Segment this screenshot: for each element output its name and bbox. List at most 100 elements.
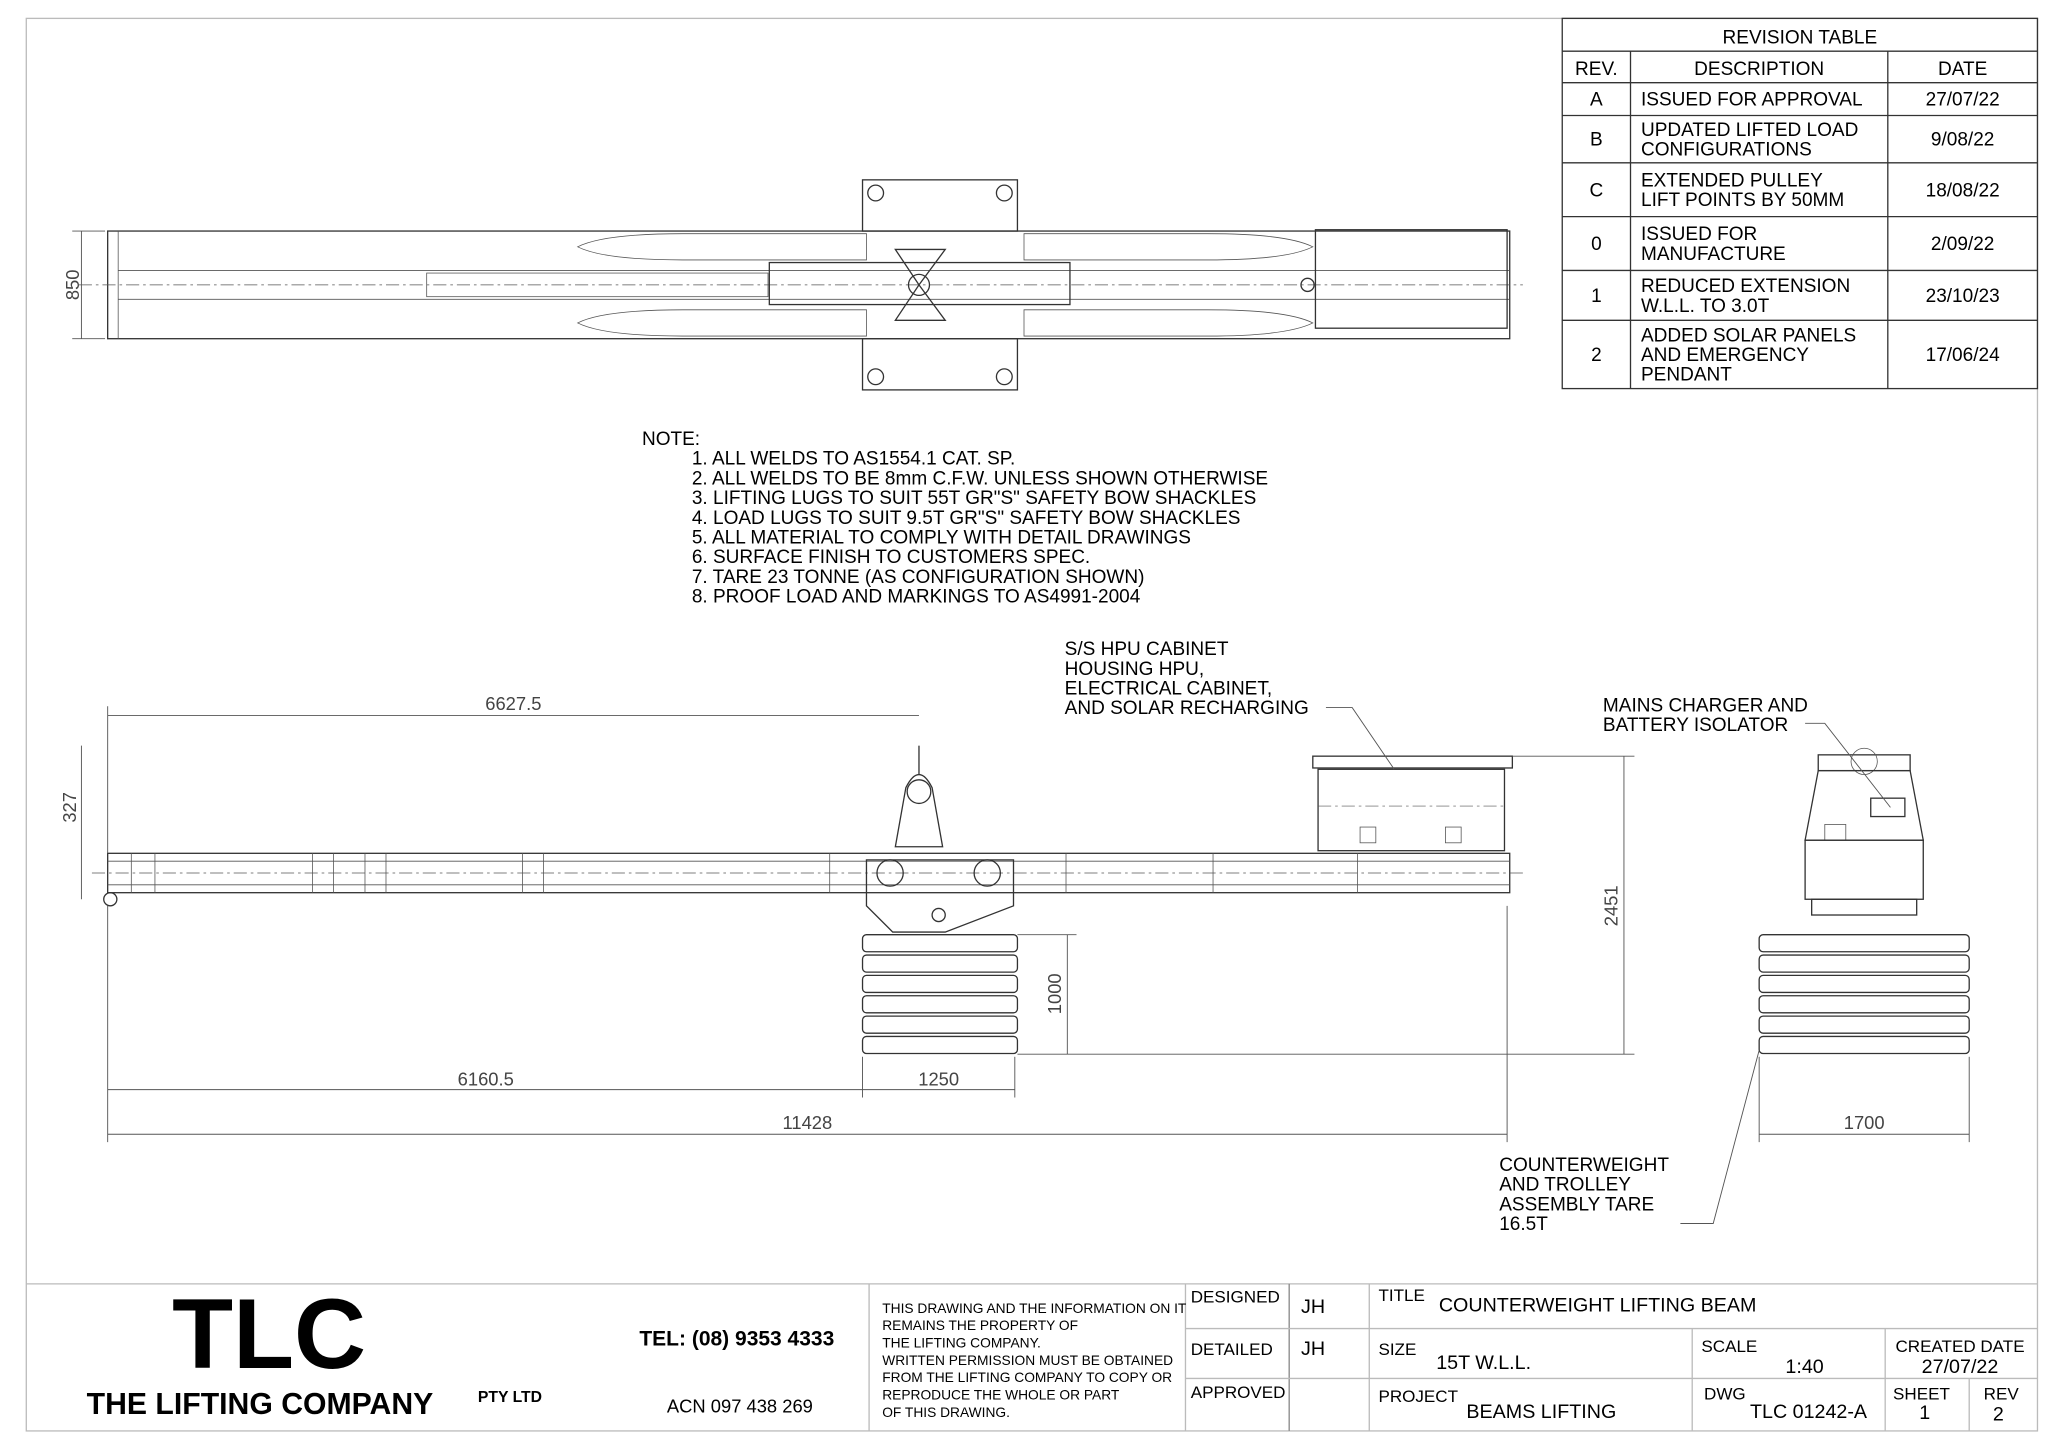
size-label: SIZE <box>1378 1340 1416 1359</box>
counterweight-plate <box>1758 995 1970 1014</box>
counterweight-plate <box>861 934 1019 953</box>
revision-date: 9/08/22 <box>1931 130 1994 151</box>
revision-description: ADDED SOLAR PANELS <box>1641 325 1856 346</box>
revision-description: MANUFACTURE <box>1641 244 1786 265</box>
created-date-value: 27/07/22 <box>1922 1356 1999 1378</box>
revision-description: PENDANT <box>1641 365 1732 386</box>
company-logo: TLC <box>172 1279 366 1390</box>
counterweight-plate <box>1758 954 1970 973</box>
rev-label: REV <box>1984 1384 2020 1403</box>
company-tel: TEL: (08) 9353 4333 <box>639 1328 834 1351</box>
description-header: DESCRIPTION <box>1694 59 1824 80</box>
date-header: DATE <box>1938 59 1987 80</box>
callout-line: AND SOLAR RECHARGING <box>1065 698 1309 719</box>
dim-stack-height: 1000 <box>1044 973 1065 1014</box>
company-suffix: PTY LTD <box>478 1389 542 1406</box>
revision-description: W.L.L. TO 3.0T <box>1641 296 1770 317</box>
revision-rev: A <box>1590 90 1603 111</box>
revision-table-title: REVISION TABLE <box>1723 27 1878 48</box>
revision-description: ISSUED FOR APPROVAL <box>1641 90 1863 111</box>
disclaimer-line: THE LIFTING COMPANY. <box>882 1335 1041 1350</box>
counterweight-plate <box>1758 1015 1970 1034</box>
counterweight-plate <box>861 1015 1019 1034</box>
company-acn: ACN 097 438 269 <box>667 1396 813 1417</box>
note-item: 4. LOAD LUGS TO SUIT 9.5T GR"S" SAFETY B… <box>692 508 1241 529</box>
dim-lift-point: 6627.5 <box>485 693 541 714</box>
callout-line: MAINS CHARGER AND <box>1603 696 1808 717</box>
disclaimer: THIS DRAWING AND THE INFORMATION ON IT RE… <box>882 1301 1187 1420</box>
callout-line: S/S HPU CABINET <box>1065 639 1229 660</box>
revision-date: 27/07/22 <box>1926 90 2000 111</box>
drawing-title: COUNTERWEIGHT LIFTING BEAM <box>1439 1294 1757 1316</box>
revision-description: EXTENDED PULLEY <box>1641 170 1823 191</box>
revision-date: 17/06/24 <box>1926 345 2000 366</box>
note-item: 3. LIFTING LUGS TO SUIT 55T GR"S" SAFETY… <box>692 488 1256 509</box>
dim-top-width: 850 <box>62 270 83 301</box>
dim-to-trolley: 6160.5 <box>458 1069 514 1090</box>
size-value: 15T W.L.L. <box>1436 1352 1531 1374</box>
sheet-label: SHEET <box>1893 1384 1950 1403</box>
project-label: PROJECT <box>1378 1387 1458 1406</box>
revision-rev: 1 <box>1591 286 1602 307</box>
note-item: 7. TARE 23 TONNE (AS CONFIGURATION SHOWN… <box>692 567 1145 588</box>
disclaimer-line: THIS DRAWING AND THE INFORMATION ON IT <box>882 1301 1187 1316</box>
disclaimer-line: WRITTEN PERMISSION MUST BE OBTAINED <box>882 1353 1173 1368</box>
designed-value: JH <box>1301 1296 1325 1318</box>
dim-end-width: 1700 <box>1844 1112 1885 1133</box>
callout-line: BATTERY ISOLATOR <box>1603 715 1788 736</box>
rev-header: REV. <box>1575 59 1618 80</box>
top-view: 850 <box>62 179 1523 391</box>
title-block: TLC THE LIFTING COMPANY PTY LTD TEL: (08… <box>26 1279 2038 1431</box>
dim-overall-height: 2451 <box>1600 885 1621 926</box>
revision-rev: 2 <box>1591 345 1602 366</box>
revision-description: CONFIGURATIONS <box>1641 140 1812 161</box>
callout-line: COUNTERWEIGHT <box>1499 1155 1669 1176</box>
note-item: 6. SURFACE FINISH TO CUSTOMERS SPEC. <box>692 547 1090 568</box>
sheet-value: 1 <box>1919 1402 1930 1424</box>
note-item: 1. ALL WELDS TO AS1554.1 CAT. SP. <box>692 449 1015 470</box>
scale-value: 1:40 <box>1785 1356 1823 1378</box>
disclaimer-line: REPRODUCE THE WHOLE OR PART <box>882 1387 1120 1402</box>
project-value: BEAMS LIFTING <box>1466 1401 1616 1423</box>
sheet-border <box>25 17 2039 1432</box>
revision-row: A 27/07/22 ISSUED FOR APPROVAL <box>1590 90 2000 111</box>
dwg-value: TLC 01242-A <box>1750 1401 1868 1423</box>
counterweight-plate <box>861 1035 1019 1055</box>
company-name: THE LIFTING COMPANY <box>87 1388 434 1421</box>
counterweight-plate <box>1758 934 1970 953</box>
revision-row: B 9/08/22 UPDATED LIFTED LOADCONFIGURATION… <box>1590 120 1994 161</box>
revision-date: 23/10/23 <box>1926 286 2000 307</box>
counterweight-plate <box>861 995 1019 1014</box>
designed-label: DESIGNED <box>1191 1287 1280 1306</box>
side-view: 6627.5 327 6160.5 1250 11428 1000 2451 1… <box>59 639 1970 1235</box>
title-label: TITLE <box>1378 1286 1424 1305</box>
revision-rev: B <box>1590 130 1603 151</box>
notes: NOTE: 1. ALL WELDS TO AS1554.1 CAT. SP.2… <box>642 429 1268 608</box>
detailed-label: DETAILED <box>1191 1340 1273 1359</box>
note-item: 5. ALL MATERIAL TO COMPLY WITH DETAIL DR… <box>692 527 1191 548</box>
disclaimer-line: FROM THE LIFTING COMPANY TO COPY OR <box>882 1370 1172 1385</box>
detailed-value: JH <box>1301 1338 1325 1360</box>
callout-line: AND TROLLEY <box>1499 1175 1631 1196</box>
created-date-label: CREATED DATE <box>1895 1337 2024 1356</box>
revision-date: 2/09/22 <box>1931 234 1994 255</box>
revision-description: REDUCED EXTENSION <box>1641 276 1850 297</box>
counterweight-plate <box>1758 1035 1970 1055</box>
dim-overall-length: 11428 <box>783 1112 833 1133</box>
dim-trolley-width: 1250 <box>918 1069 959 1090</box>
revision-description: LIFT POINTS BY 50MM <box>1641 190 1844 211</box>
revision-description: ISSUED FOR <box>1641 224 1757 245</box>
callout-line: 16.5T <box>1499 1214 1548 1235</box>
revision-description: UPDATED LIFTED LOAD <box>1641 120 1858 141</box>
counterweight-plate <box>1758 974 1970 994</box>
note-item: 2. ALL WELDS TO BE 8mm C.F.W. UNLESS SHO… <box>692 468 1268 489</box>
approved-label: APPROVED <box>1191 1383 1286 1402</box>
counterweight-plate <box>861 954 1019 973</box>
